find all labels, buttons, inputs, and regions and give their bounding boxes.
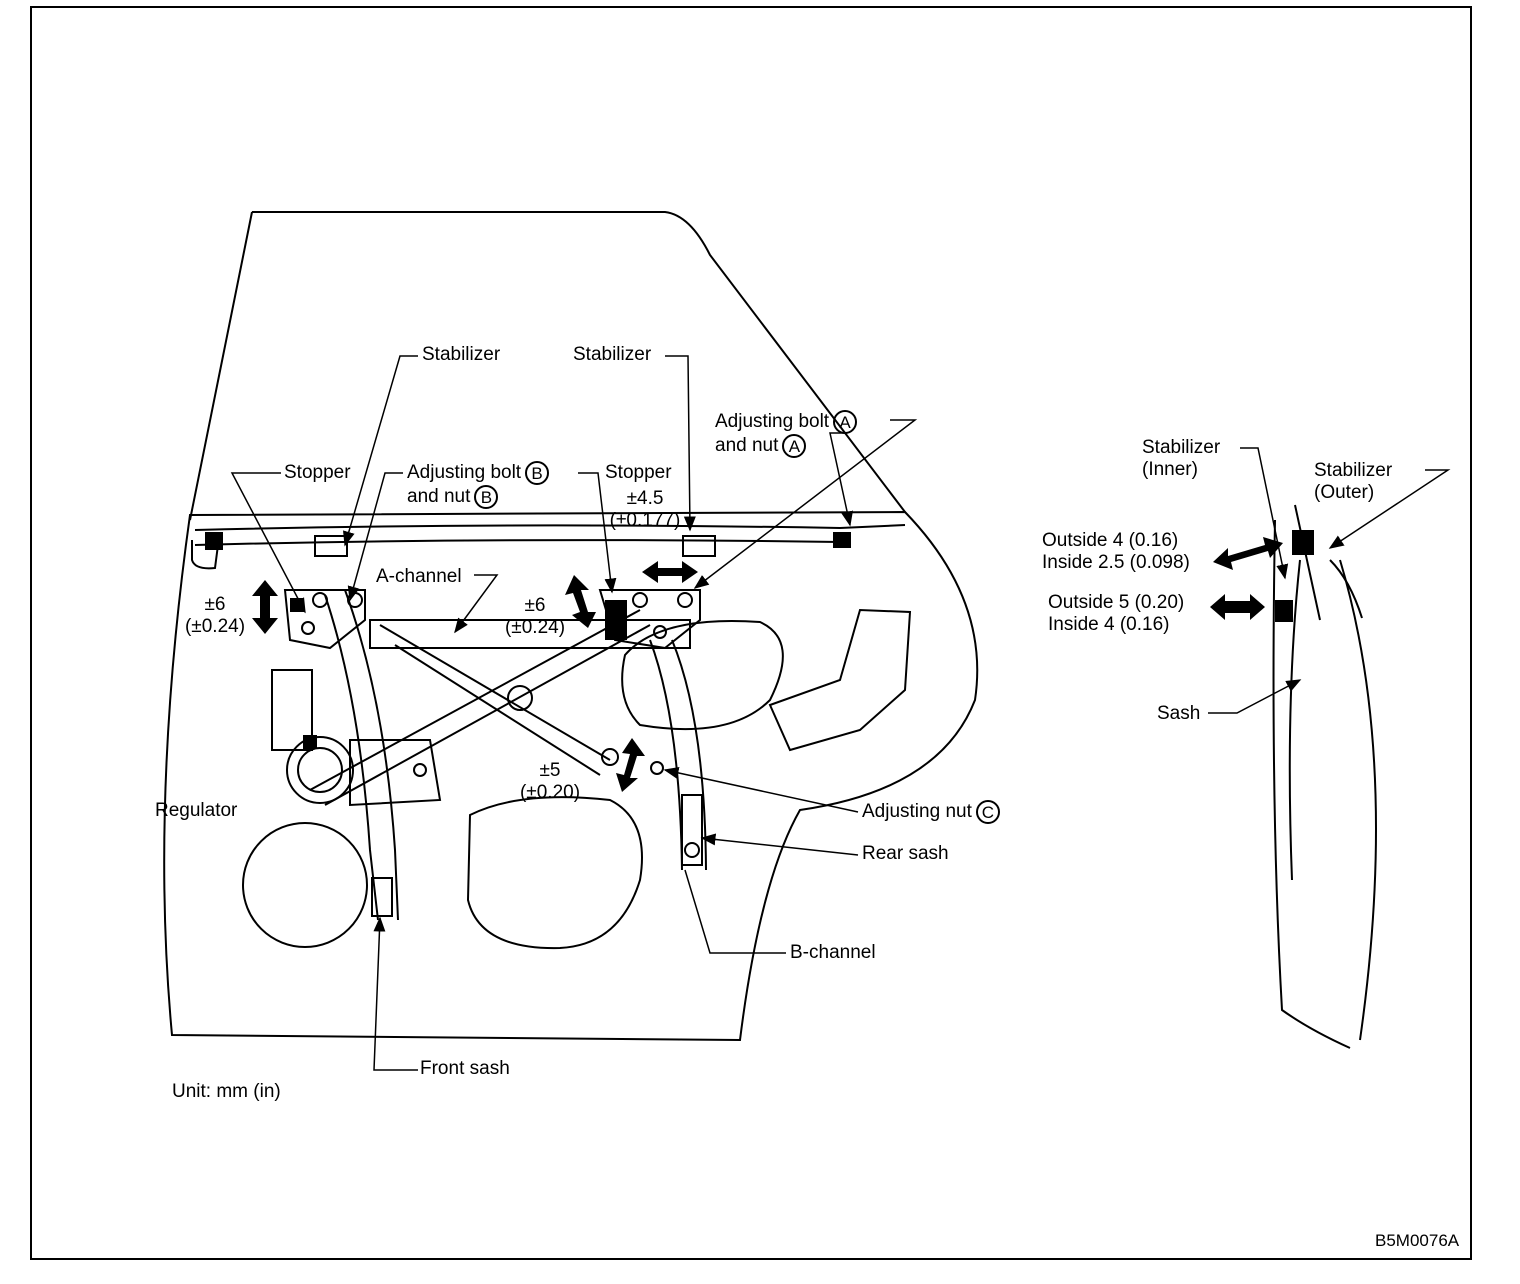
- rear-sash-rail: [649, 639, 683, 871]
- label-b-channel: B-channel: [790, 942, 876, 963]
- label-stabilizer-mid: Stabilizer: [573, 344, 652, 365]
- label-adjusting-bolt-b-line1: Adjusting bolt: [407, 462, 522, 484]
- label-sash: Sash: [1157, 703, 1201, 724]
- label-stabilizer-inner-line2: (Inner): [1142, 459, 1198, 480]
- access-hole-lower: [466, 796, 643, 950]
- sash-section: [1272, 519, 1351, 1049]
- window-glass-outline: [189, 211, 906, 521]
- label-stopper-right: Stopper: [605, 462, 672, 483]
- speaker-hole: [242, 822, 368, 948]
- tolerance-top-45: ±4.5 (±0.177): [600, 488, 690, 532]
- tolerance-outside4-inside25: Outside 4 (0.16) Inside 2.5 (0.098): [1042, 530, 1190, 574]
- label-stabilizer-left: Stabilizer: [422, 344, 501, 365]
- tolerance-left-6: ±6 (±0.24): [175, 594, 255, 638]
- double-arrow-outside4: [1213, 537, 1283, 570]
- tolerance-outside5: Outside 5 (0.20): [1048, 592, 1185, 613]
- door-lock: [768, 608, 912, 752]
- label-a-channel: A-channel: [376, 566, 462, 587]
- label-stabilizer-inner-line1: Stabilizer: [1142, 437, 1221, 458]
- double-arrow-top-45: [642, 561, 698, 583]
- marker-c-icon: C: [975, 800, 1000, 824]
- label-adjusting-bolt-a-line2: and nut: [715, 435, 779, 457]
- label-front-sash: Front sash: [420, 1058, 510, 1079]
- marker-b-icon: B: [474, 485, 499, 509]
- regulator-arm-2: [309, 609, 641, 791]
- tolerance-inside25: Inside 2.5 (0.098): [1042, 552, 1190, 573]
- figure-code: B5M0076A: [1375, 1231, 1460, 1250]
- tolerance-bot-5-mm: ±5: [539, 760, 561, 781]
- front-sash-rail: [324, 594, 379, 921]
- tolerance-mid-6-mm: ±6: [524, 595, 546, 616]
- label-stabilizer-outer: Stabilizer (Outer): [1314, 460, 1392, 504]
- double-arrow-mid-6: [565, 575, 596, 628]
- tolerance-mid-6-in: (±0.24): [504, 617, 566, 638]
- label-stabilizer-outer-line1: Stabilizer: [1314, 460, 1393, 481]
- tolerance-left-6-mm: ±6: [204, 594, 226, 615]
- label-adjusting-bolt-a-line1: Adjusting bolt: [715, 411, 830, 433]
- label-rear-sash: Rear sash: [862, 843, 949, 864]
- tolerance-top-45-in: (±0.177): [609, 510, 681, 531]
- tolerance-outside4: Outside 4 (0.16): [1042, 530, 1179, 551]
- marker-b-icon: B: [525, 461, 550, 485]
- label-stopper-left: Stopper: [284, 462, 351, 483]
- label-stabilizer-inner: Stabilizer (Inner): [1142, 437, 1220, 481]
- tolerance-mid-6: ±6 (±0.24): [495, 595, 575, 639]
- label-adjusting-bolt-b-line2: and nut: [407, 486, 471, 508]
- tolerance-outside5-inside4: Outside 5 (0.20) Inside 4 (0.16): [1048, 592, 1184, 636]
- tolerance-top-45-mm: ±4.5: [626, 488, 664, 509]
- regulator-arm-1: [379, 624, 611, 761]
- regulator-gear: [286, 736, 354, 804]
- double-arrow-left-6: [252, 580, 278, 634]
- marker-a-icon: A: [833, 410, 858, 434]
- label-unit: Unit: mm (in): [172, 1081, 281, 1102]
- double-arrow-bot-5: [616, 738, 645, 792]
- tolerance-left-6-in: (±0.24): [184, 616, 246, 637]
- tolerance-bot-5: ±5 (±0.20): [510, 760, 590, 804]
- label-adjusting-nut-c-text: Adjusting nut: [862, 801, 972, 823]
- double-arrow-outside5: [1210, 594, 1265, 620]
- marker-a-icon: A: [782, 434, 807, 458]
- label-stabilizer-outer-line2: (Outer): [1314, 482, 1375, 503]
- door-panel-outline: [163, 510, 979, 1042]
- access-hole-upper: [621, 619, 784, 731]
- regulator-motor: [271, 669, 313, 751]
- tolerance-bot-5-in: (±0.20): [519, 782, 581, 803]
- diagram-frame: [30, 6, 1472, 1260]
- label-regulator: Regulator: [155, 800, 238, 821]
- tolerance-inside4: Inside 4 (0.16): [1048, 614, 1170, 635]
